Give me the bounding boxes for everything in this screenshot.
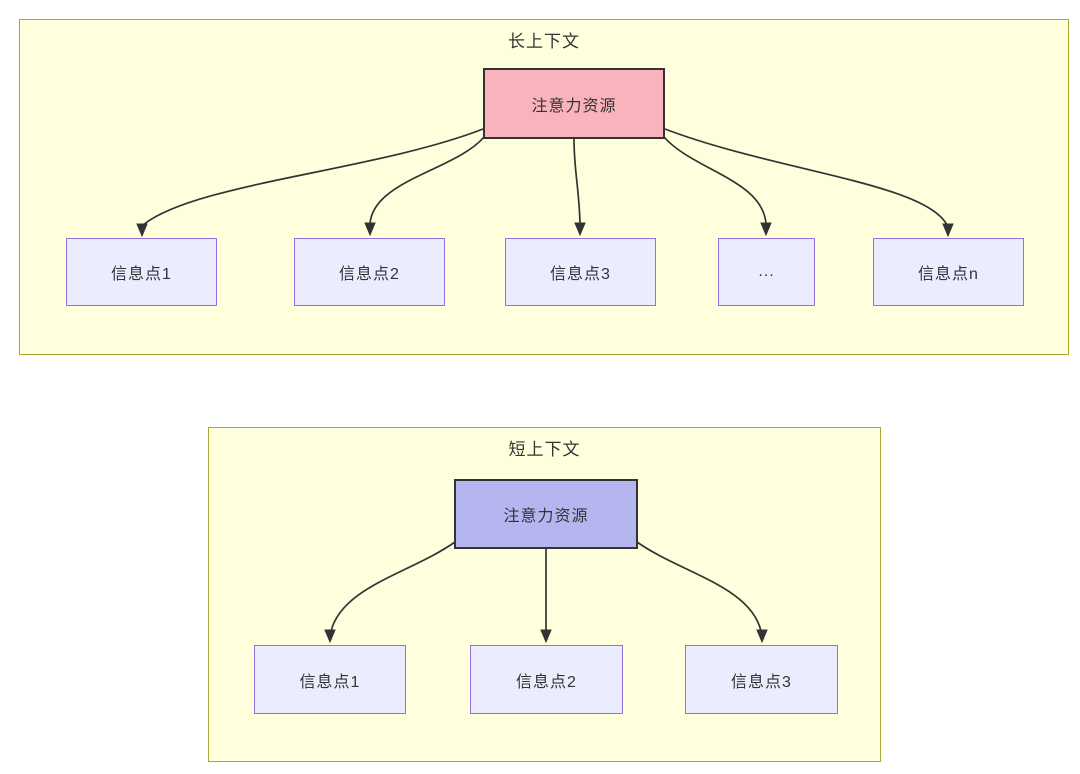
edge-attention-to-info3-short	[636, 541, 768, 644]
long-context-title: 长上下文	[508, 32, 580, 51]
info-point-ellipsis-node-long: ...	[718, 238, 815, 306]
short-context-container: 短上下文 注意力资源 信息点1 信息点2 信息点3	[208, 427, 881, 762]
info-point-3-node-short: 信息点3	[685, 645, 838, 714]
edge-attention-to-info1-short	[324, 541, 456, 644]
long-context-container: 长上下文 注意力资源 信息点1	[19, 19, 1069, 355]
attention-resource-node-short: 注意力资源	[454, 479, 638, 549]
edge-attention-to-info2	[364, 136, 485, 237]
edge-attention-to-info2-short	[540, 548, 552, 644]
edge-attention-to-info1	[136, 128, 484, 238]
info-point-1-node-short: 信息点1	[254, 645, 406, 714]
info-point-2-node-short: 信息点2	[470, 645, 623, 714]
edge-attention-to-info3	[573, 138, 586, 237]
edge-attention-to-dots	[663, 136, 772, 237]
attention-resource-node-long: 注意力资源	[483, 68, 665, 139]
info-point-n-node-long: 信息点n	[873, 238, 1024, 306]
short-context-title: 短上下文	[508, 440, 581, 459]
info-point-3-node-long: 信息点3	[505, 238, 656, 306]
info-point-1-node-long: 信息点1	[66, 238, 217, 306]
info-point-2-node-long: 信息点2	[294, 238, 445, 306]
edge-attention-to-infon	[664, 128, 954, 238]
